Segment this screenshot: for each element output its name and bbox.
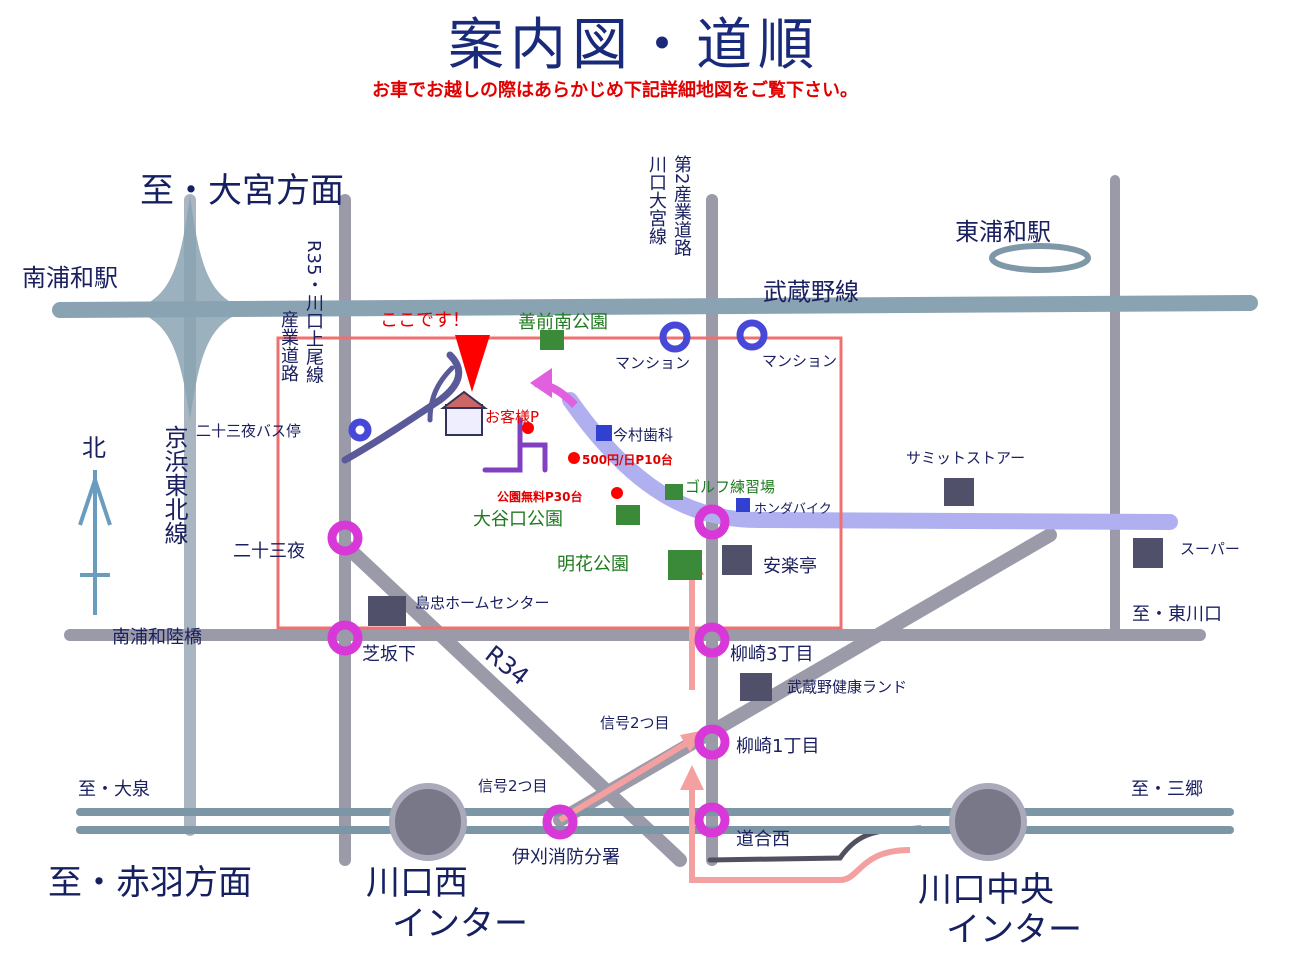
road-small-sw <box>427 365 455 423</box>
label-summit: サミットストアー <box>906 449 1026 467</box>
route-from-nishi <box>558 732 702 823</box>
label-kawaguchi-omiya: 川口大宮線 <box>646 155 667 245</box>
signal-ikari <box>542 804 578 840</box>
label-koko: ここです！ <box>380 310 470 331</box>
minami-urawa-star <box>130 195 250 420</box>
bldg-super <box>1133 538 1163 568</box>
railways <box>52 295 1258 834</box>
label-imamura: 今村歯科 <box>613 426 674 444</box>
signal-honda <box>694 504 730 540</box>
signal-yanagisaki1 <box>694 724 730 760</box>
buildings <box>368 330 1163 701</box>
label-nijusanya: 二十三夜 <box>233 541 305 562</box>
label-north: 北 <box>82 434 106 462</box>
road-curve-west <box>341 351 463 464</box>
label-to-oizumi: 至・大泉 <box>78 779 150 800</box>
higashi-urawa-ring <box>989 243 1091 273</box>
label-zenmae: 善前南公園 <box>518 312 608 333</box>
bldg-shimachu <box>368 596 406 626</box>
label-to-higashikawaguchi: 至・東川口 <box>1132 604 1222 625</box>
label-to-akabane: 至・赤羽方面 <box>48 863 252 903</box>
label-musashino-kenko: 武蔵野健康ランド <box>787 678 908 696</box>
label-anrakutei: 安楽亭 <box>763 556 817 577</box>
label-higashi-urawa: 東浦和駅 <box>955 218 1051 246</box>
kawaguchi-chuo-circle <box>949 783 1027 861</box>
label-daini-sangyo: 第2産業道路 <box>671 155 692 257</box>
marker-mansion1 <box>659 321 691 353</box>
label-oyaguchi: 大谷口公園 <box>473 509 563 530</box>
label-keihin-tohoku: 京浜東北線 <box>160 425 188 545</box>
label-r35: R35・川口上尾線 <box>303 240 324 384</box>
bldg-imamura <box>596 425 612 441</box>
dot-500 <box>568 452 580 464</box>
signal-nijusanya <box>327 520 363 556</box>
bldg-honda <box>736 498 750 512</box>
route-from-chuo <box>689 775 911 883</box>
bldg-meika <box>668 550 702 580</box>
label-to-omiya: 至・大宮方面 <box>140 171 344 211</box>
bldg-golf <box>665 484 683 500</box>
page-title: 案内図・道順 <box>448 13 820 78</box>
label-park-free: 公園無料P30台 <box>497 490 583 504</box>
dot-guest <box>522 422 534 434</box>
label-yanagisaki3: 柳崎3丁目 <box>730 644 814 665</box>
label-signal2b: 信号2つ目 <box>478 777 548 795</box>
label-parking500: 500円/日P10台 <box>582 453 673 467</box>
label-meika: 明花公園 <box>557 554 629 575</box>
label-kawaguchi-chuo-1: 川口中央 <box>918 870 1054 910</box>
signal-shibasakashita <box>327 620 363 656</box>
marker-busstop <box>348 418 372 442</box>
parking-dots <box>522 422 623 499</box>
label-kawaguchi-nishi-1: 川口西 <box>366 863 468 903</box>
label-kawaguchi-chuo-2: インター <box>946 910 1082 950</box>
page-subtitle: お車でお越しの際はあらかじめ下記詳細地図をご覧下さい。 <box>372 80 858 101</box>
route-arrowhead-1 <box>680 765 704 790</box>
label-signal2a: 信号2つ目 <box>600 714 670 732</box>
label-mansion2: マンション <box>762 352 838 370</box>
here-marker <box>455 335 490 392</box>
bldg-anrakutei <box>722 545 752 575</box>
road-small-purple <box>482 417 548 473</box>
label-super: スーパー <box>1180 540 1240 558</box>
label-guest-parking: お客様P <box>485 408 540 426</box>
label-minami-urawa: 南浦和駅 <box>22 264 118 292</box>
label-sangyo: 産業道路 <box>278 310 299 382</box>
blue-markers <box>348 319 768 442</box>
office-building <box>440 390 488 436</box>
kawaguchi-nishi-circle <box>389 783 467 861</box>
signals <box>327 504 730 840</box>
label-minami-urawa-rikkyo: 南浦和陸橋 <box>112 627 202 648</box>
label-to-misato: 至・三郷 <box>1131 779 1203 800</box>
label-musashino-line: 武蔵野線 <box>763 278 859 306</box>
label-ikari: 伊刈消防分署 <box>512 847 620 868</box>
label-douainishi: 道合西 <box>736 829 790 850</box>
marker-mansion2 <box>736 319 768 351</box>
north-arrow <box>78 470 112 615</box>
dot-park <box>611 487 623 499</box>
signal-douainishi <box>694 802 730 838</box>
label-kawaguchi-nishi-2: インター <box>392 904 528 944</box>
label-bus-stop: 二十三夜バス停 <box>196 422 302 440</box>
signal-yanagisaki3 <box>694 622 730 658</box>
label-shimachu: 島忠ホームセンター <box>415 594 550 612</box>
label-mansion1: マンション <box>615 354 691 372</box>
musashino-rail <box>52 295 1258 318</box>
bldg-summit <box>944 478 974 506</box>
label-golf: ゴルフ練習場 <box>685 478 776 496</box>
entry-arrowhead <box>530 368 552 398</box>
route-arrows <box>558 560 911 883</box>
bldg-kenko <box>740 673 772 701</box>
bldg-zenmae <box>540 330 564 350</box>
label-honda: ホンダバイク <box>754 502 832 517</box>
bldg-oyaguchi <box>616 505 640 525</box>
label-yanagisaki1: 柳崎1丁目 <box>736 736 820 757</box>
label-shibasakashita: 芝坂下 <box>362 644 416 665</box>
